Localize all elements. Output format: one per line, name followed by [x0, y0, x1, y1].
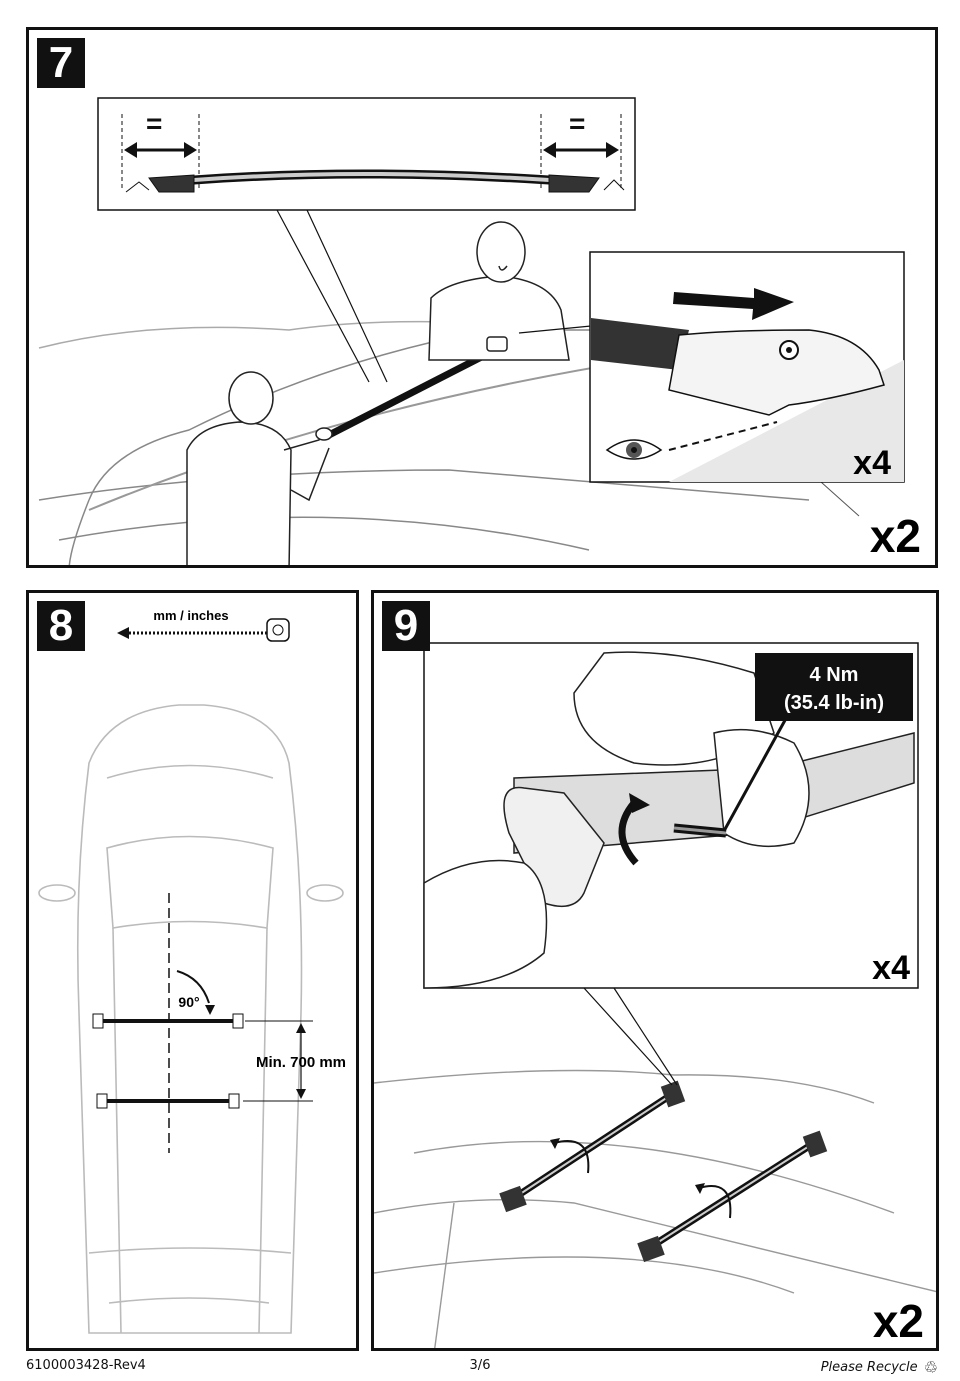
document-id: 6100003428-Rev4 — [26, 1358, 146, 1373]
step-7-panel: 7 — [26, 27, 938, 568]
equal-mark-right: = — [569, 108, 586, 139]
tape-measure-icon — [266, 618, 290, 642]
step-7-illustration: x4 x2 — [38, 97, 921, 565]
eye-icon — [605, 439, 663, 460]
step-9-number: 9 — [382, 601, 430, 651]
step-7-multiplier: x2 — [870, 510, 921, 562]
step-9-panel: 9 — [371, 590, 939, 1351]
step-9-illustration: 4 Nm (35.4 lb-in) x4 x2 — [374, 642, 936, 1348]
recycle-note: Please Recycle ♲ — [821, 1358, 938, 1377]
angle-label: 90° — [178, 994, 199, 1010]
step-8-number: 8 — [37, 601, 85, 651]
equal-mark-left: = — [146, 108, 163, 139]
step-9-detail-multiplier: x4 — [872, 949, 910, 987]
step-8-panel: 8 mm / inches 90° — [26, 590, 359, 1351]
torque-value-imperial: (35.4 lb-in) — [784, 692, 884, 714]
tape-label: mm / inches — [153, 608, 228, 623]
installer-right-figure — [428, 221, 570, 361]
step-7-number: 7 — [37, 38, 85, 88]
page-number: 3/6 — [469, 1358, 491, 1373]
distance-label: Min. 700 mm — [256, 1054, 346, 1071]
step-8-illustration: mm / inches 90° Min. — [38, 608, 346, 1334]
installer-left-figure — [186, 371, 333, 565]
step-7-detail-multiplier: x4 — [853, 444, 891, 482]
recycle-text: Please Recycle — [820, 1360, 918, 1375]
torque-value: 4 Nm — [810, 664, 859, 686]
recycle-icon: ♲ — [923, 1358, 938, 1377]
step-9-multiplier: x2 — [873, 1295, 924, 1347]
